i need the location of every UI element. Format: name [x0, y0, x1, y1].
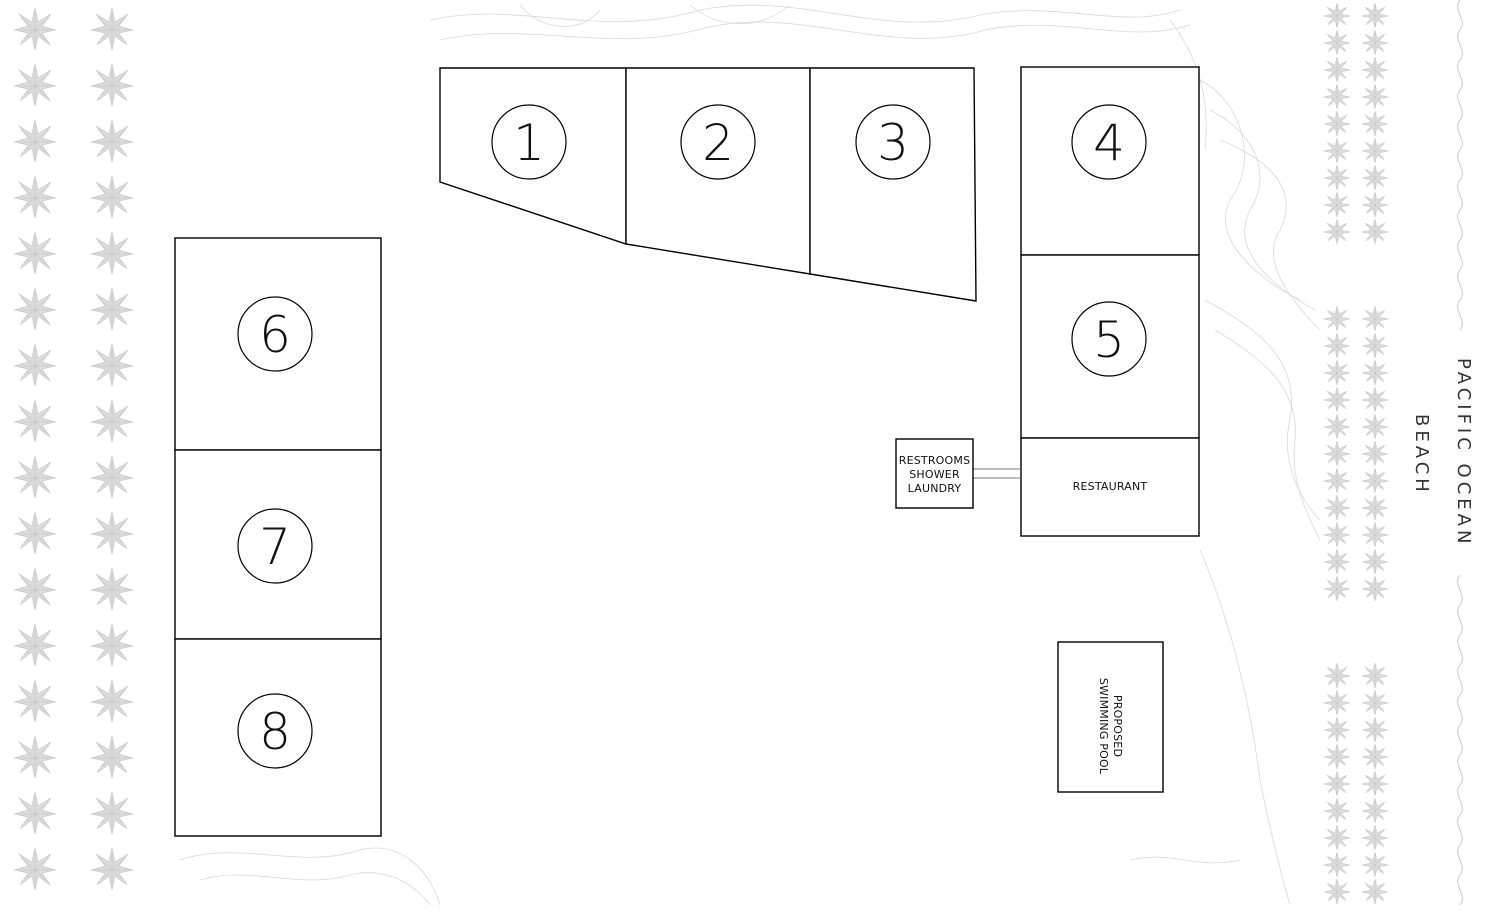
- lot-1-marker: [491, 104, 567, 180]
- lot-4-number: 4: [1093, 114, 1125, 172]
- lot-2-number: 2: [702, 114, 734, 172]
- lot-5-number: 5: [1093, 311, 1125, 369]
- ocean-label: PACIFIC OCEAN: [1453, 358, 1474, 547]
- lot-6-marker: [237, 296, 313, 372]
- lot-5-marker: [1071, 301, 1147, 377]
- lot-4-marker: [1071, 104, 1147, 180]
- pool-label-swimming: SWIMMING POOL: [1097, 678, 1110, 775]
- restrooms-label: RESTROOMS: [899, 454, 971, 467]
- topography-contours: [179, 4, 1321, 906]
- palm-trees-left: [13, 7, 134, 891]
- laundry-label: LAUNDRY: [908, 482, 962, 495]
- restaurant-label: RESTAURANT: [1073, 480, 1148, 493]
- palm-trees-right: [1323, 2, 1389, 905]
- lot-2-marker: [680, 104, 756, 180]
- ocean-waves: [1457, 0, 1463, 906]
- lot-3-number: 3: [877, 114, 909, 172]
- pool-label-proposed: PROPOSED: [1111, 695, 1124, 757]
- beach-label: BEACH: [1411, 414, 1432, 496]
- lot-7-marker: [237, 508, 313, 584]
- lot-3-marker: [855, 104, 931, 180]
- lot-8-number: 8: [259, 703, 291, 761]
- lot-1-number: 1: [513, 114, 545, 172]
- restrooms-building[interactable]: [895, 438, 974, 509]
- restaurant[interactable]: [1020, 437, 1200, 537]
- swimming-pool[interactable]: [1057, 641, 1164, 793]
- lot-8-marker: [237, 693, 313, 769]
- lot-6-number: 6: [259, 306, 291, 364]
- lot-7-number: 7: [259, 518, 291, 576]
- lot-3[interactable]: [809, 67, 977, 302]
- shower-label: SHOWER: [909, 468, 960, 481]
